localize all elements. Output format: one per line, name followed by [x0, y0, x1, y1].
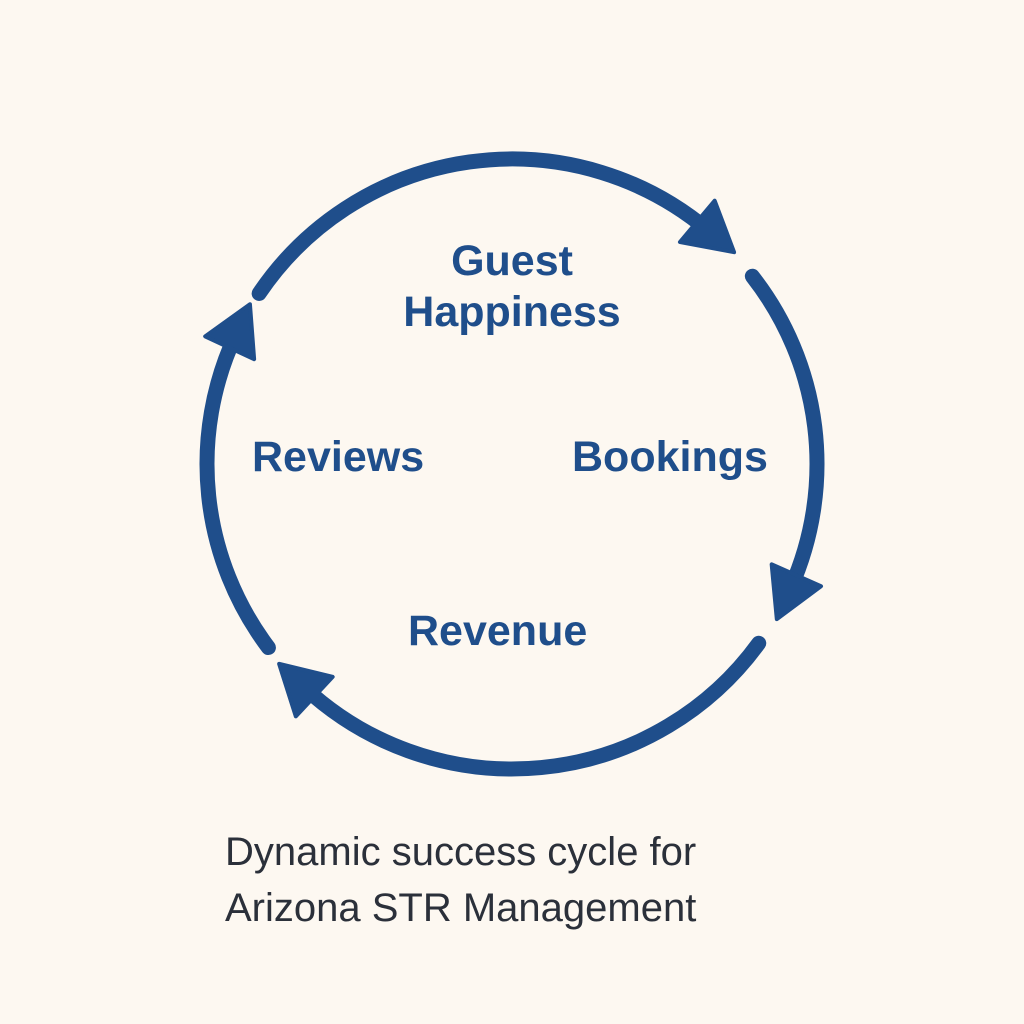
node-reviews: Reviews — [252, 433, 425, 481]
arrowhead-icon — [769, 562, 823, 622]
caption-line-1: Dynamic success cycle for — [225, 830, 697, 874]
node-guest-happiness: Guest Happiness — [312, 236, 712, 338]
caption-line-2: Arizona STR Management — [225, 886, 697, 930]
arc-guest-to-bookings — [251, 151, 716, 301]
node-revenue: Revenue — [408, 607, 588, 655]
arc-reviews-to-guest — [199, 327, 276, 656]
arrowhead-icon — [277, 661, 335, 719]
arc-bookings-to-revenue — [744, 268, 825, 596]
arrowhead-icon — [677, 198, 737, 255]
arrowhead-icon — [203, 302, 257, 362]
node-bookings: Bookings — [572, 433, 768, 481]
node-label-line1: Guest — [451, 237, 573, 285]
arc-revenue-to-reviews — [296, 635, 767, 777]
node-label-line2: Happiness — [403, 288, 621, 336]
